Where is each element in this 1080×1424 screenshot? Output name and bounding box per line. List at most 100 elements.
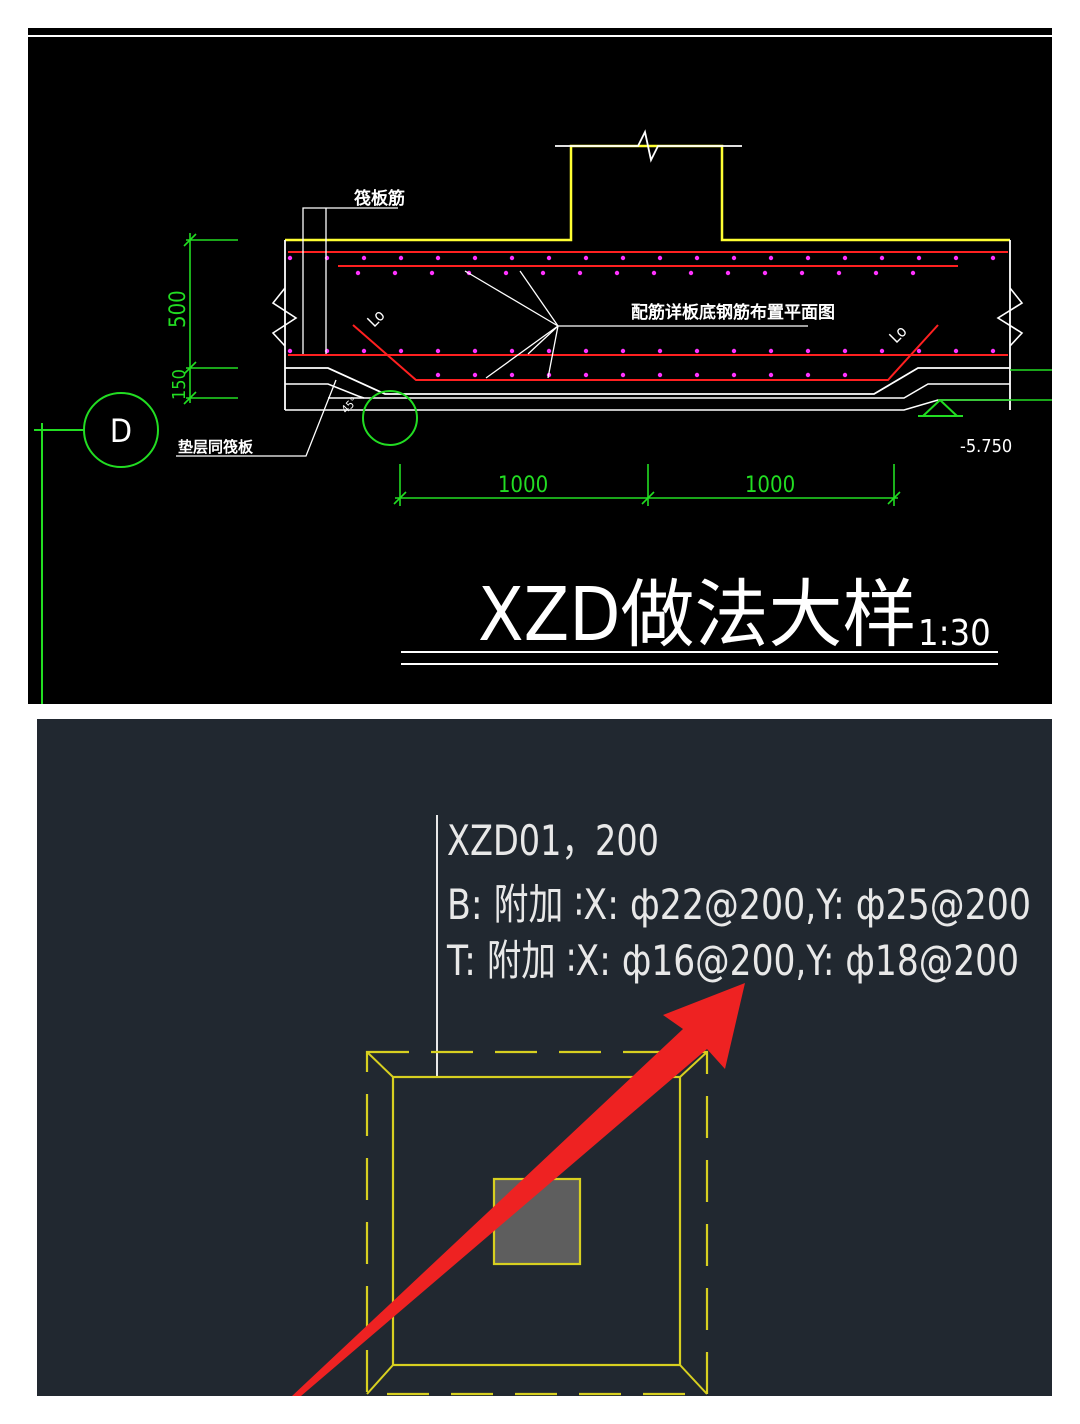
rebar-dot bbox=[287, 348, 293, 354]
height-upper-dimension: 500 bbox=[166, 290, 191, 328]
rebar-dot bbox=[762, 270, 768, 276]
rebar-note-label: 配筋详板底钢筋布置平面图 bbox=[631, 302, 835, 323]
rebar-dot bbox=[805, 255, 811, 261]
raft-rebar-label: 筏板筋 bbox=[354, 188, 405, 209]
rebar-dot bbox=[799, 270, 805, 276]
rebar-dot bbox=[910, 270, 916, 276]
cushion-bottom-line bbox=[285, 399, 1010, 411]
right-break-symbol bbox=[996, 287, 1024, 347]
rebar-dot bbox=[768, 255, 774, 261]
rebar-leader-lines bbox=[464, 270, 808, 379]
column-break-line bbox=[555, 129, 742, 163]
rebar-dot bbox=[435, 348, 441, 354]
rebar-dot bbox=[916, 348, 922, 354]
rebar-dot bbox=[916, 255, 922, 261]
rebar-dot bbox=[694, 255, 700, 261]
rebar-dot bbox=[842, 348, 848, 354]
rebar-dot bbox=[398, 255, 404, 261]
rebar-dot bbox=[503, 270, 509, 276]
vertical-dimension bbox=[183, 233, 238, 405]
height-lower-dimension: 150 bbox=[169, 369, 190, 400]
elevation-label: -5.750 bbox=[960, 436, 1012, 457]
rebar-dot bbox=[361, 255, 367, 261]
rebar-dot bbox=[435, 255, 441, 261]
annotation-line-1: XZD01，200 bbox=[447, 816, 659, 865]
rebar-dot bbox=[731, 348, 737, 354]
plan-annotation-view: XZD01，200 B: 附加 ∶X: ф22@200,Y: ф25@200 T… bbox=[37, 719, 1052, 1396]
rebar-dot bbox=[398, 348, 404, 354]
horizontal-dimension bbox=[393, 464, 901, 506]
rebar-dot bbox=[694, 348, 700, 354]
section-detail-canvas: 配筋详板底钢筋布置平面图 筏板筋 Lo Lo 45° 垫层同筏板 500 150 bbox=[28, 35, 1052, 704]
column-outline bbox=[285, 144, 1010, 242]
rebar-dot bbox=[620, 372, 626, 378]
rebar-dot bbox=[694, 372, 700, 378]
rebar-dot bbox=[509, 348, 515, 354]
rebar-dot bbox=[879, 348, 885, 354]
rebar-dot bbox=[583, 255, 589, 261]
rebar-dot bbox=[355, 270, 361, 276]
rebar-dot bbox=[287, 255, 293, 261]
rebar-dot bbox=[688, 270, 694, 276]
rebar-dot bbox=[392, 270, 398, 276]
rebar-dot bbox=[657, 348, 663, 354]
lap-length-right-label: Lo bbox=[885, 322, 910, 347]
rebar-dot bbox=[472, 372, 478, 378]
rebar-dot bbox=[509, 372, 515, 378]
rebar-dot bbox=[879, 255, 885, 261]
rebar-dot bbox=[620, 255, 626, 261]
rebar-dots bbox=[287, 255, 996, 378]
rebar-dot bbox=[361, 348, 367, 354]
rebar-dot bbox=[768, 372, 774, 378]
corner-diagonals bbox=[366, 1051, 708, 1395]
drawing-title: XZD做法大样 bbox=[478, 572, 916, 658]
rebar-dot bbox=[509, 255, 515, 261]
left-break-symbol bbox=[271, 287, 298, 347]
rebar-dot bbox=[540, 270, 546, 276]
rebar-dot bbox=[657, 372, 663, 378]
rebar-dot bbox=[546, 255, 552, 261]
detail-circle bbox=[362, 390, 418, 446]
annotation-line-2: B: 附加 ∶X: ф22@200,Y: ф25@200 bbox=[447, 880, 1031, 929]
cushion-top-left bbox=[285, 383, 365, 399]
rebar-dot bbox=[472, 255, 478, 261]
rebar-dot bbox=[583, 372, 589, 378]
rebar-dot bbox=[990, 348, 996, 354]
rebar-dot bbox=[546, 348, 552, 354]
drop-panel-dashed-outline bbox=[365, 1050, 709, 1396]
rebar-dot bbox=[873, 270, 879, 276]
rebar-dot bbox=[583, 348, 589, 354]
rebar-dot bbox=[614, 270, 620, 276]
lap-length-left-label: Lo bbox=[363, 306, 388, 331]
rebar-dot bbox=[805, 372, 811, 378]
elevation-marker bbox=[918, 399, 963, 417]
slab-bottom-line bbox=[285, 367, 1010, 395]
rebar-dot bbox=[472, 348, 478, 354]
pointer-arrow bbox=[292, 983, 745, 1396]
rebar-dot bbox=[429, 270, 435, 276]
plan-canvas: XZD01，200 B: 附加 ∶X: ф22@200,Y: ф25@200 T… bbox=[292, 815, 1031, 1396]
rebar-dot bbox=[953, 255, 959, 261]
rebar-dot bbox=[836, 270, 842, 276]
cushion-label: 垫层同筏板 bbox=[178, 438, 254, 456]
drop-panel-solid-outline bbox=[391, 1075, 682, 1367]
annotation-line-3: T: 附加 ∶X: ф16@200,Y: ф18@200 bbox=[446, 936, 1019, 985]
raft-rebar-leader bbox=[302, 207, 398, 354]
rebar-dot bbox=[805, 348, 811, 354]
rebar-dot bbox=[725, 270, 731, 276]
rebar-dot bbox=[842, 255, 848, 261]
cushion-line bbox=[328, 383, 1010, 399]
rebar-dot bbox=[842, 372, 848, 378]
rebar-dot bbox=[731, 255, 737, 261]
rebar-dot bbox=[620, 348, 626, 354]
bottom-rebar-lower bbox=[352, 324, 939, 381]
rebar-dot bbox=[953, 348, 959, 354]
rebar-dot bbox=[651, 270, 657, 276]
width-left-dimension: 1000 bbox=[498, 473, 548, 498]
drawing-scale: 1:30 bbox=[918, 613, 991, 654]
cushion-leader bbox=[176, 379, 337, 457]
rebar-dot bbox=[990, 255, 996, 261]
width-right-dimension: 1000 bbox=[745, 473, 795, 498]
rebar-dot bbox=[731, 372, 737, 378]
rebar-dot bbox=[435, 372, 441, 378]
